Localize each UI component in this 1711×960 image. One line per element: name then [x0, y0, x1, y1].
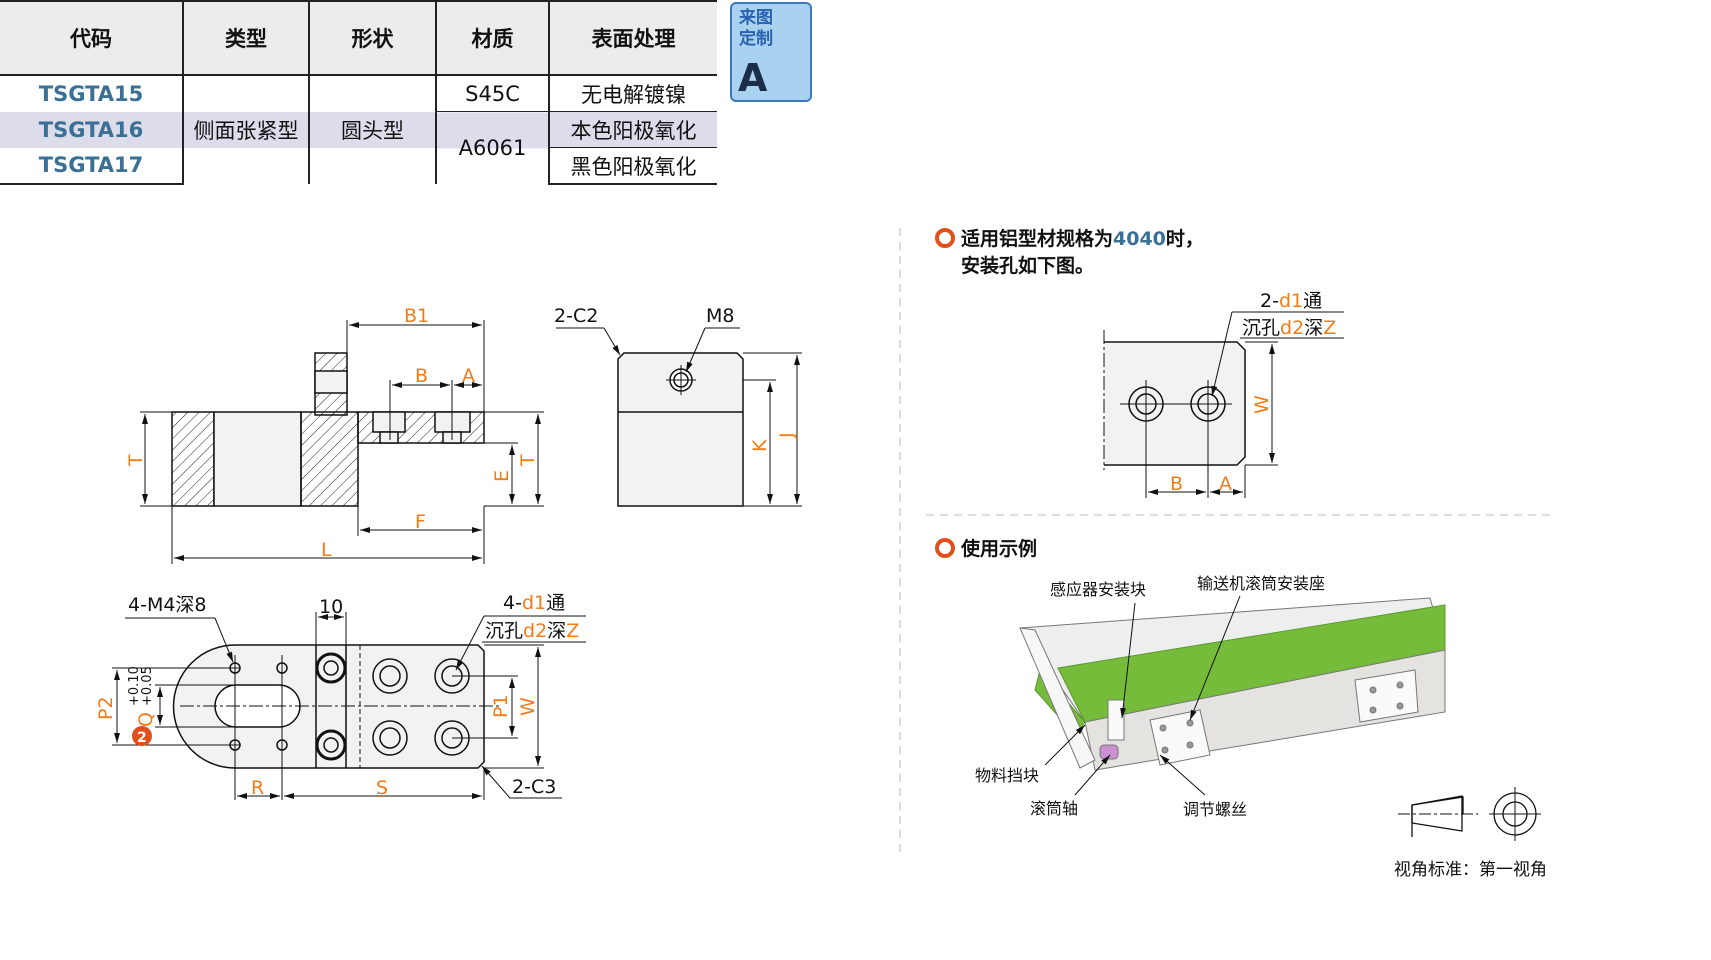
bullet-icon [935, 538, 955, 558]
thread-m8-label: M8 [706, 305, 734, 327]
mount-section: 适用铝型材规格为4040时， 安装孔如下图。 2-d1通 沉孔d2深Z W B [935, 227, 1344, 498]
dim-a: A [1219, 473, 1232, 495]
label-through: 通 [1303, 290, 1322, 312]
mount-counterbore-label: 沉孔d2深Z [1242, 317, 1336, 339]
table-row: TSGTA15 侧面张紧型 圆头型 S45C 无电解镀镍 [0, 75, 717, 184]
header-type: 类型 [182, 0, 309, 76]
tolerance-lower: +0.05 [140, 666, 155, 706]
label-prefix: 2- [1260, 290, 1279, 312]
through-holes-label: 4-d1通 [503, 592, 565, 614]
treatment-cell: 无电解镀镍 [548, 75, 717, 112]
code-cell: TSGTA16 [0, 111, 183, 148]
table-header-row: 代码 类型 形状 材质 表面处理 [0, 0, 717, 76]
label-sensor-mount: 感应器安装块 [1050, 580, 1146, 599]
tolerance-upper: +0.10 [127, 666, 142, 706]
label-d2: d2 [1280, 317, 1304, 339]
header-treatment: 表面处理 [548, 0, 717, 76]
top-view-labels: 4-M4深8 10 4-d1通 沉孔d2深Z P2 Q +0.10 +0.05 … [95, 592, 579, 799]
profile-size: 4040 [1113, 228, 1166, 250]
front-view-labels: 2-C2 M8 K J [554, 305, 798, 452]
label-counterbore: 沉孔 [1242, 317, 1280, 339]
side-view-labels: B1 B A T E T F L [125, 305, 539, 561]
dim-t-left: T [125, 454, 147, 467]
treatment-cell: 黑色阳极氧化 [548, 147, 717, 185]
dim-b: B [1170, 473, 1183, 495]
note-number: 2 [137, 730, 147, 746]
custom-drawing-badge: 来图定制 A [730, 2, 812, 102]
label-through: 通 [546, 592, 565, 614]
treatment-cell: 本色阳极氧化 [548, 111, 717, 148]
projection-label: 视角标准：第一视角 [1394, 860, 1547, 880]
dim-p1: P1 [490, 694, 512, 718]
dim-a: A [462, 365, 475, 387]
mount-line1-suffix: 时， [1166, 228, 1204, 250]
material-cell: A6061 [435, 111, 549, 184]
note-number-badge [132, 726, 152, 746]
shape-cell: 圆头型 [308, 75, 436, 184]
dim-10: 10 [319, 596, 343, 618]
material-cell: S45C [435, 75, 549, 112]
usage-section: 使用示例 感应器安装块 输送机滚筒安装座 物料挡块 滚筒轴 调节螺丝 [935, 537, 1446, 819]
tapped-holes-label: 4-M4深8 [128, 594, 207, 616]
type-cell: 侧面张紧型 [182, 75, 309, 184]
dim-j: J [776, 432, 798, 439]
mount-line1: 适用铝型材规格为4040时， [961, 227, 1204, 250]
side-view [140, 320, 544, 564]
label-d1: d1 [522, 592, 546, 614]
dim-t-right: T [517, 454, 539, 467]
dim-l: L [321, 539, 332, 561]
dim-b: B [415, 365, 428, 387]
first-angle-projection-icon [1398, 787, 1541, 841]
dim-f: F [415, 511, 426, 533]
header-material: 材质 [435, 0, 549, 76]
label-depth: 深 [547, 620, 566, 642]
label-z: Z [566, 620, 579, 642]
dim-b1: B1 [404, 305, 429, 327]
chamfer-c2-label: 2-C2 [554, 305, 598, 327]
dim-k: K [749, 439, 771, 452]
dim-p2: P2 [95, 696, 117, 720]
table-row: TSGTA17 黑色阳极氧化 [0, 147, 717, 185]
label-roller-shaft: 滚筒轴 [1030, 799, 1078, 818]
label-d1: d1 [1279, 290, 1303, 312]
bullet-icon [935, 228, 955, 248]
usage-title: 使用示例 [960, 537, 1037, 560]
code-cell: TSGTA17 [0, 147, 183, 185]
mount-line1-prefix: 适用铝型材规格为 [961, 227, 1113, 250]
mount-holes-label: 2-d1通 [1260, 290, 1322, 312]
badge-letter: A [738, 56, 768, 100]
badge-text: 来图定制 [739, 8, 773, 49]
dim-e: E [491, 470, 513, 482]
chamfer-c3-label: 2-C3 [512, 776, 556, 798]
header-code: 代码 [0, 0, 183, 76]
dim-r: R [251, 777, 264, 799]
spec-table: 代码 类型 形状 材质 表面处理 TSGTA15 侧面张紧型 圆头型 S45C … [0, 0, 717, 185]
dim-s: S [376, 777, 388, 799]
label-depth: 深 [1304, 317, 1323, 339]
code-cell: TSGTA15 [38, 81, 144, 106]
conveyor-illustration [1019, 597, 1446, 771]
front-view [556, 327, 802, 507]
mount-line2: 安装孔如下图。 [961, 254, 1094, 277]
label-z: Z [1323, 317, 1336, 339]
label-d2: d2 [523, 620, 547, 642]
table-row: TSGTA16 A6061 本色阳极氧化 [0, 111, 717, 184]
dim-w: W [1251, 395, 1273, 414]
label-adjust-screw: 调节螺丝 [1183, 800, 1247, 819]
header-shape: 形状 [308, 0, 436, 76]
counterbore-label: 沉孔d2深Z [485, 620, 579, 642]
label-prefix: 4- [503, 592, 522, 614]
label-roller-mount: 输送机滚筒安装座 [1197, 574, 1325, 593]
dim-q: Q [135, 712, 157, 727]
label-stopper: 物料挡块 [975, 766, 1039, 785]
top-view [112, 612, 586, 800]
dim-w: W [517, 697, 539, 716]
label-counterbore: 沉孔 [485, 620, 523, 642]
